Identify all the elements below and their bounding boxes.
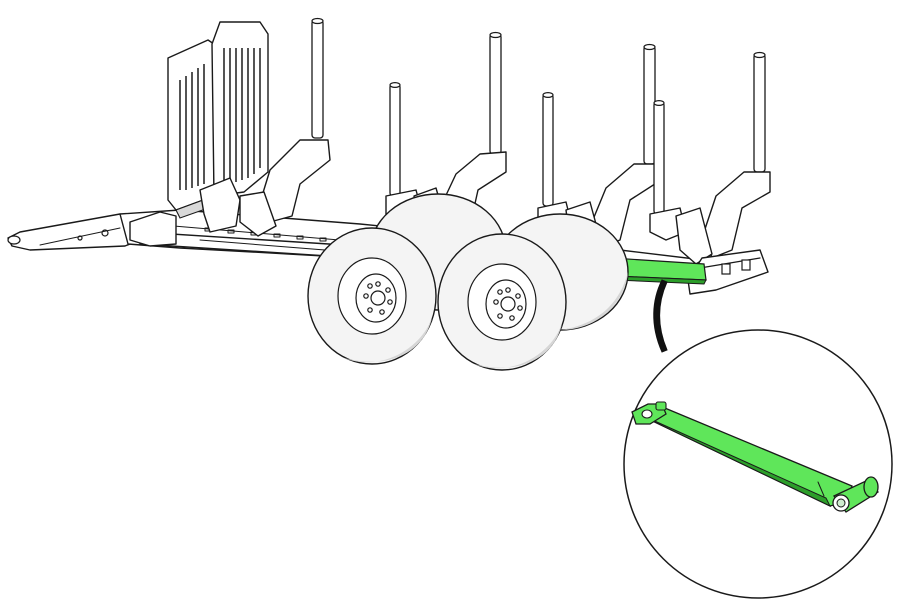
callout-leader [653,279,668,353]
wheel-front-right [307,227,437,365]
front-grille [167,21,269,233]
wheel-rear-right [437,233,567,371]
stake-1 [239,17,331,237]
stake-7 [675,51,771,265]
cross-beam-part-icon [631,401,879,513]
forestry-trailer-icon [7,17,771,371]
